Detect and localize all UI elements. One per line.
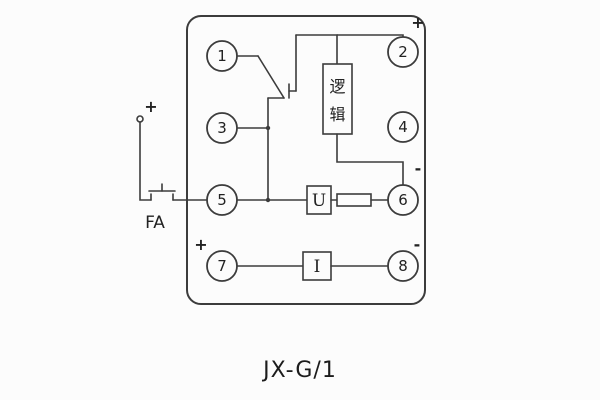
wire-to-terminal2	[336, 34, 404, 38]
terminal-5: 5	[206, 184, 238, 216]
terminal-1: 1	[206, 40, 238, 72]
terminal-6-number: 6	[398, 191, 408, 209]
fa-pushbutton	[148, 183, 176, 201]
wire-to-logic-top	[295, 34, 338, 65]
external-terminal-dot	[136, 115, 144, 123]
terminal-6: 6	[387, 184, 419, 216]
terminal-8-circle	[387, 250, 419, 282]
terminal-2: 2	[387, 36, 419, 68]
minus-sign-right: -	[415, 159, 422, 178]
current-element-box	[302, 251, 332, 281]
fa-button-label: FA	[145, 213, 165, 233]
logic-block-char-1: 逻	[329, 77, 345, 96]
terminal-3-circle	[206, 112, 238, 144]
terminal-7-number: 7	[217, 257, 227, 275]
terminal-7: 7	[206, 250, 238, 282]
plus-sign-bottom-left: +	[194, 235, 207, 254]
wire-logic-to-terminal6	[336, 133, 404, 186]
terminal-1-circle	[206, 40, 238, 72]
model-caption: JX-G/1	[261, 358, 337, 383]
terminal-5-circle	[206, 184, 238, 216]
resistor-box	[336, 193, 372, 207]
terminal-3-number: 3	[217, 119, 227, 137]
terminal-4-number: 4	[398, 118, 408, 136]
wire-external-supply	[139, 121, 152, 201]
voltage-element-label: U	[312, 191, 326, 211]
plus-sign-top-right: +	[411, 13, 424, 32]
terminal-2-number: 2	[398, 43, 408, 61]
junction-dot	[265, 125, 271, 131]
terminal-3: 3	[206, 112, 238, 144]
terminal-5-number: 5	[217, 191, 227, 209]
terminal-4-circle	[387, 111, 419, 143]
minus-sign-bottom-right: -	[414, 235, 421, 254]
current-element-label: I	[314, 257, 321, 277]
terminal-2-circle	[387, 36, 419, 68]
logic-block-char-2: 辑	[329, 105, 345, 124]
logic-block-box	[322, 63, 353, 135]
terminal-6-circle	[387, 184, 419, 216]
terminal-8: 8	[387, 250, 419, 282]
terminal-8-number: 8	[398, 257, 408, 275]
terminal-1-number: 1	[217, 47, 227, 65]
contact-blade	[257, 55, 285, 99]
terminal-7-circle	[206, 250, 238, 282]
relay-case-outline	[186, 15, 426, 305]
terminal-4: 4	[387, 111, 419, 143]
external-plus-sign: +	[144, 97, 157, 116]
